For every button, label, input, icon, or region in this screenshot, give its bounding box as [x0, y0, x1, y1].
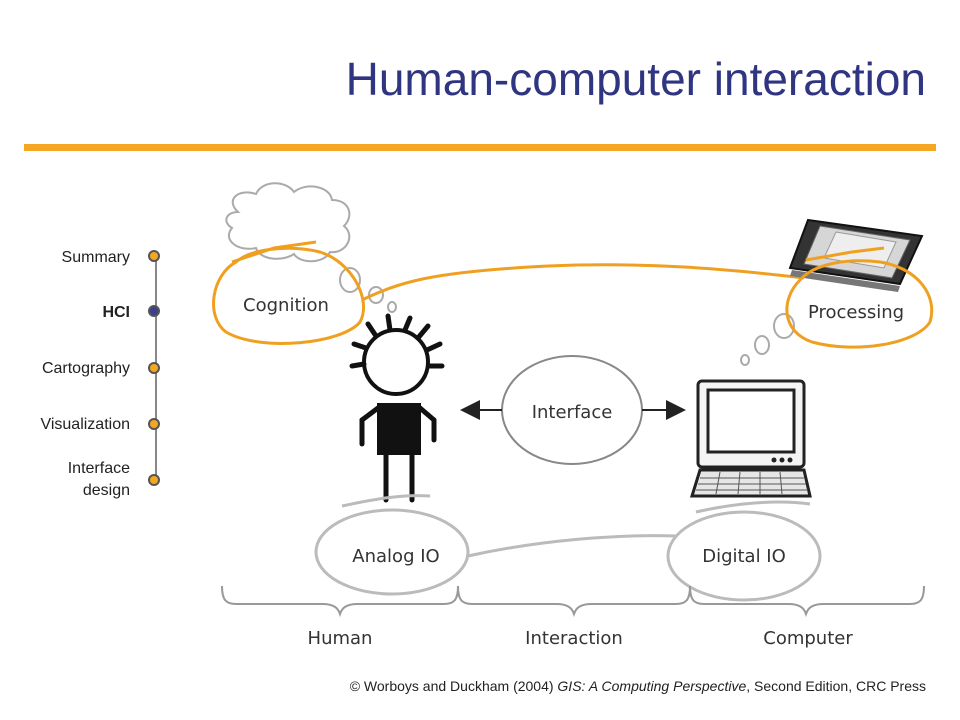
thought-cloud: [225, 182, 397, 313]
interface-label: Interface: [532, 402, 613, 423]
computer-label: Computer: [763, 628, 853, 649]
human-label: Human: [308, 628, 373, 649]
nav-dot-hci[interactable]: [148, 305, 160, 317]
analog-io-label: Analog IO: [352, 546, 439, 567]
nav-dot-cartography[interactable]: [148, 362, 160, 374]
nav-item-hci[interactable]: HCI: [102, 304, 130, 321]
digital-io-label: Digital IO: [702, 546, 786, 567]
processing-loop: [785, 259, 934, 349]
human-figure-icon: [349, 313, 445, 503]
interaction-label: Interaction: [525, 628, 623, 649]
laptop-icon: [689, 379, 812, 498]
computer-thought-bubbles: [740, 313, 795, 366]
cognition-processing-link: [361, 263, 805, 302]
analog-io-tick: [341, 494, 431, 508]
processor-chip-icon: [788, 218, 924, 292]
processing-label: Processing: [808, 302, 904, 323]
analog-io-ellipse: [314, 508, 470, 596]
nav-dot-visualization[interactable]: [148, 418, 160, 430]
credit-suffix: , Second Edition, CRC Press: [746, 678, 926, 694]
nav-dot-interface-design[interactable]: [148, 474, 160, 486]
group-braces: [221, 585, 925, 618]
processing-tick: [805, 246, 885, 262]
cognition-tick: [231, 240, 317, 264]
nav-item-visualization[interactable]: Visualization: [40, 416, 130, 433]
cognition-label: Cognition: [243, 295, 329, 316]
digital-io-ellipse: [666, 510, 822, 602]
io-link: [467, 534, 677, 558]
nav-item-interface-design[interactable]: Interface design: [67, 460, 130, 499]
credit-line: © Worboys and Duckham (2004) GIS: A Comp…: [350, 678, 926, 694]
section-nav: Summary HCI Cartography Visualization In…: [0, 0, 170, 720]
nav-item-cartography[interactable]: Cartography: [41, 360, 130, 377]
credit-book-title: GIS: A Computing Perspective: [557, 678, 747, 694]
cognition-loop: [212, 246, 365, 345]
nav-dot-summary[interactable]: [148, 250, 160, 262]
title-rule: [24, 144, 936, 151]
slide-title: Human-computer interaction: [345, 53, 926, 105]
credit-prefix: © Worboys and Duckham (2004): [349, 678, 558, 694]
digital-io-tick: [695, 500, 811, 514]
nav-item-summary[interactable]: Summary: [61, 249, 130, 266]
